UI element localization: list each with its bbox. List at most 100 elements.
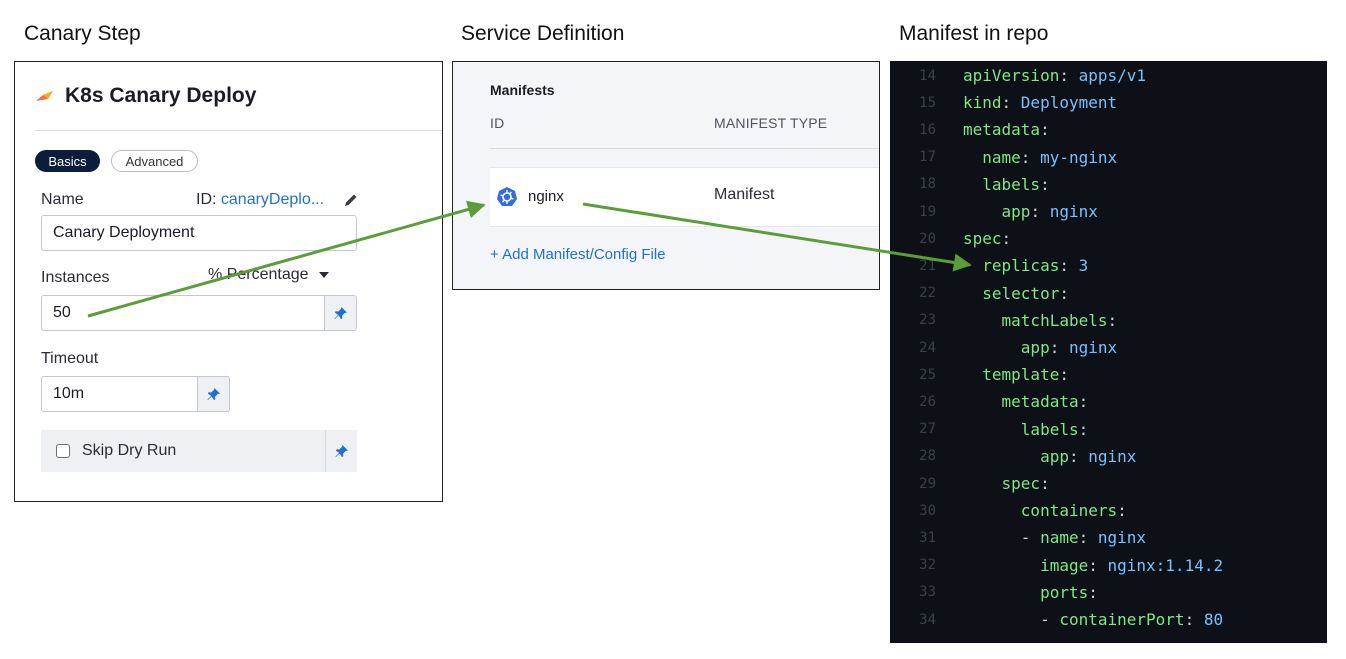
instances-runtime-pin-button[interactable] <box>325 295 357 331</box>
code-indent <box>963 501 1021 520</box>
code-line: 26 metadata: <box>890 388 1088 415</box>
yaml-key: app <box>1020 338 1050 357</box>
rocket-icon <box>36 91 53 101</box>
code-indent <box>963 447 1040 466</box>
code-indent <box>963 148 982 167</box>
yaml-value: 3 <box>1078 256 1089 276</box>
code-line: 17 name: my-nginx <box>890 144 1117 171</box>
code-indent <box>963 392 1002 411</box>
line-number: 26 <box>919 393 936 410</box>
yaml-value: Deployment <box>1020 93 1118 113</box>
code-text: ports: <box>963 583 1098 602</box>
code-line: 23 matchLabels: <box>890 307 1117 334</box>
yaml-key: kind <box>963 93 1002 113</box>
code-indent <box>963 365 982 384</box>
code-line: 30 containers: <box>890 497 1127 524</box>
code-indent <box>963 583 1040 602</box>
yaml-key: app <box>1040 446 1069 466</box>
yaml-key: selector <box>982 283 1060 303</box>
line-number: 29 <box>919 475 936 492</box>
line-number: 31 <box>919 529 936 546</box>
yaml-key: ports <box>1040 582 1089 602</box>
service-definition-heading: Service Definition <box>461 22 625 45</box>
skip-dry-run-checkbox[interactable] <box>56 444 70 458</box>
tab-basics[interactable]: Basics <box>35 150 100 172</box>
yaml-key: labels <box>1020 419 1079 439</box>
id-prefix: ID: <box>196 191 221 208</box>
pin-icon <box>334 306 348 319</box>
line-number: 34 <box>919 611 936 628</box>
code-line: 33 ports: <box>890 579 1098 606</box>
code-indent <box>963 256 982 275</box>
kubernetes-icon <box>497 187 517 206</box>
skip-dry-run-pin-button[interactable] <box>325 430 357 472</box>
code-text: containers: <box>963 501 1127 520</box>
yaml-value: nginx <box>1049 202 1098 221</box>
manifest-type: Manifest <box>714 186 775 203</box>
manifest-id: nginx <box>528 188 564 205</box>
code-line: 29 spec: <box>890 470 1050 497</box>
timeout-input[interactable]: 10m <box>41 376 198 412</box>
code-line: 25 template: <box>890 361 1069 388</box>
yaml-value: nginx <box>1088 446 1137 466</box>
manifest-in-repo-heading: Manifest in repo <box>899 22 1049 45</box>
code-line: 34 - containerPort: 80 <box>890 606 1223 633</box>
line-number: 18 <box>919 176 936 193</box>
code-indent <box>963 420 1021 439</box>
edit-pencil-icon[interactable] <box>343 192 359 208</box>
code-line: 22 selector: <box>890 280 1069 307</box>
code-text: - containerPort: 80 <box>963 610 1224 629</box>
divider <box>35 130 442 131</box>
code-indent: - <box>963 528 1041 548</box>
code-line: 19 app: nginx <box>890 198 1098 225</box>
line-number: 27 <box>919 421 936 438</box>
tab-advanced[interactable]: Advanced <box>111 150 198 172</box>
yaml-key: metadata <box>963 120 1041 140</box>
line-number: 30 <box>919 502 936 519</box>
line-number: 25 <box>919 366 936 383</box>
canary-step-heading: Canary Step <box>24 22 141 45</box>
line-number: 28 <box>919 448 936 465</box>
yaml-key: matchLabels <box>1001 310 1108 330</box>
code-text: app: nginx <box>963 202 1098 221</box>
code-line: 15 kind: Deployment <box>890 89 1117 116</box>
yaml-key: spec <box>963 229 1002 249</box>
code-line: 27 labels: <box>890 416 1088 443</box>
code-line: 21 replicas: 3 <box>890 252 1088 279</box>
line-number: 20 <box>919 230 936 247</box>
yaml-key: containerPort <box>1059 610 1185 629</box>
code-text: spec: <box>963 474 1050 493</box>
pin-icon <box>335 444 349 457</box>
yaml-value: nginx:1.14.2 <box>1107 555 1224 575</box>
timeout-runtime-pin-button[interactable] <box>198 376 230 412</box>
yaml-value: nginx <box>1097 528 1147 548</box>
add-manifest-link[interactable]: + Add Manifest/Config File <box>490 246 666 263</box>
instances-input[interactable]: 50 <box>41 295 325 331</box>
instances-unit-value: % Percentage <box>208 266 309 283</box>
line-number: 33 <box>919 584 936 601</box>
yaml-key: apiVersion <box>963 66 1060 85</box>
code-text: replicas: 3 <box>963 256 1088 275</box>
line-number: 15 <box>919 94 936 111</box>
yaml-key: template <box>982 365 1060 385</box>
timeout-label: Timeout <box>41 350 99 367</box>
table-row[interactable]: nginx Manifest <box>490 167 879 227</box>
manifests-section-title: Manifests <box>490 82 555 98</box>
instances-unit-dropdown[interactable]: % Percentage <box>208 266 329 284</box>
caret-down-icon <box>318 272 329 278</box>
code-text: image: nginx:1.14.2 <box>963 556 1223 575</box>
line-number: 32 <box>919 557 936 574</box>
pin-icon <box>207 387 221 400</box>
code-text: kind: Deployment <box>963 93 1118 113</box>
yaml-value: my-nginx <box>1040 147 1118 167</box>
canary-step-panel: K8s Canary Deploy Basics Advanced Name I… <box>14 61 443 502</box>
column-header-manifest-type: MANIFEST TYPE <box>714 115 828 131</box>
code-indent <box>963 556 1040 575</box>
skip-dry-run-label[interactable]: Skip Dry Run <box>82 442 177 459</box>
name-input[interactable]: Canary Deployment <box>41 215 357 251</box>
code-text: labels: <box>963 175 1049 194</box>
line-number: 14 <box>919 67 936 84</box>
line-number: 19 <box>919 203 936 220</box>
